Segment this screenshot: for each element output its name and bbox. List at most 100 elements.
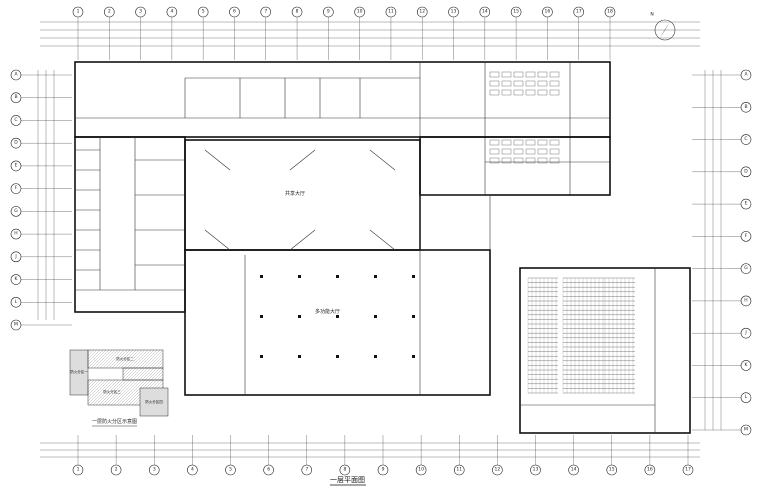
desk [513,89,524,96]
axis-bubble: 17 [573,6,585,18]
axis-label: 14 [482,9,488,15]
axis-label: 16 [647,467,653,473]
axis-bubble: A [10,69,22,81]
axis-label: 14 [571,467,577,473]
drawing-title: 一层平面图 [330,476,365,484]
axis-bubble: G [740,263,752,274]
skylight-line [369,229,396,251]
axis-bubble: 6 [263,464,274,476]
axis-label: H [744,297,747,303]
axis-bubble: L [740,392,752,404]
skylight-line [204,149,231,171]
column [374,315,377,318]
axis-bubble: G [10,206,22,217]
axis-bubble: A [740,69,752,81]
axis-label: 5 [202,9,205,15]
axis-label: 1 [77,9,80,15]
desk [489,157,500,164]
axis-label: 17 [685,467,691,473]
axis-bubble: 17 [682,464,694,476]
inset-title: 一层防火分区示意图 [92,418,137,425]
desk [537,148,548,155]
atrium-skylight-marks [204,149,396,251]
desk [489,80,500,87]
desk [501,71,512,78]
axis-bubble: 1 [72,464,84,476]
axis-label: G [744,265,748,271]
skylight-line [289,149,316,171]
fire-zone-label: 防火分区四 [145,399,163,404]
axis-bubble: 7 [301,464,313,476]
west-wing-rooms [75,149,185,271]
axis-bubble: 8 [339,464,351,476]
desk [525,157,536,164]
axis-bubble: B [10,92,22,104]
column [260,315,263,318]
desk [501,157,512,164]
axis-bubble: 3 [148,464,160,476]
axis-bubble: B [740,101,752,113]
desk [489,89,500,96]
desk [537,80,548,87]
auditorium [519,267,691,434]
side-dimension-lines [37,70,722,430]
axis-bubble: H [740,295,752,307]
fire-zone-inset: 防火分区一 防火分区二 防火分区三 防火分区四 一层防火分区示意图 [69,349,169,427]
axis-label: 12 [495,467,501,473]
desk [537,89,548,96]
axis-bubble: 11 [453,464,465,476]
axis-label: E [745,201,748,207]
top-dimension-lines [40,21,700,47]
desk [513,71,524,78]
room-label-atrium: 共享大厅 [285,190,305,197]
axis-bubble: D [10,137,22,149]
column [298,315,301,318]
axis-bubble: 5 [225,464,236,476]
axis-label: E [15,162,18,168]
desk [549,80,560,87]
axis-label: G [14,208,18,214]
axis-label: 16 [545,9,551,15]
desk [525,89,536,96]
axis-label: 13 [533,467,539,473]
desk [501,148,512,155]
axis-bubble: 2 [110,464,122,476]
desk [537,157,548,164]
axis-label: M [14,322,18,328]
axis-bubble: 9 [377,464,389,476]
axis-bubble: 6 [229,6,240,18]
desk [549,139,560,146]
desk [501,89,512,96]
desk [513,157,524,164]
axis-label: B [744,104,747,110]
axis-bubble: 5 [197,6,209,18]
axis-label: 15 [609,467,615,473]
axis-label: D [14,140,18,146]
axis-bubble: 12 [416,6,428,18]
axis-bubble: D [740,166,752,178]
column [260,355,263,358]
desk [549,148,560,155]
axis-bubble: M [740,424,752,436]
axis-label: K [15,276,19,282]
axis-label: M [744,427,748,433]
axis-bubble: 13 [448,6,459,18]
axis-label: 2 [115,467,118,473]
fire-zone-label: 防火分区二 [116,356,134,361]
axis-label: 11 [456,467,462,473]
axis-label: 1 [77,467,80,473]
axis-label: 3 [153,467,156,473]
desk [501,139,512,146]
axis-label: A [744,72,748,78]
axis-bubble: 2 [103,6,115,18]
column [412,275,415,278]
column [412,315,415,318]
room-label-hall: 多功能大厅 [315,308,340,315]
axis-bubble: J [740,327,752,339]
axis-label: B [14,94,17,100]
bottom-dimension-lines [40,442,700,458]
axis-label: L [745,394,748,400]
axis-label: 9 [382,467,385,473]
axis-label: 7 [264,9,267,15]
skylight-line [369,149,396,171]
